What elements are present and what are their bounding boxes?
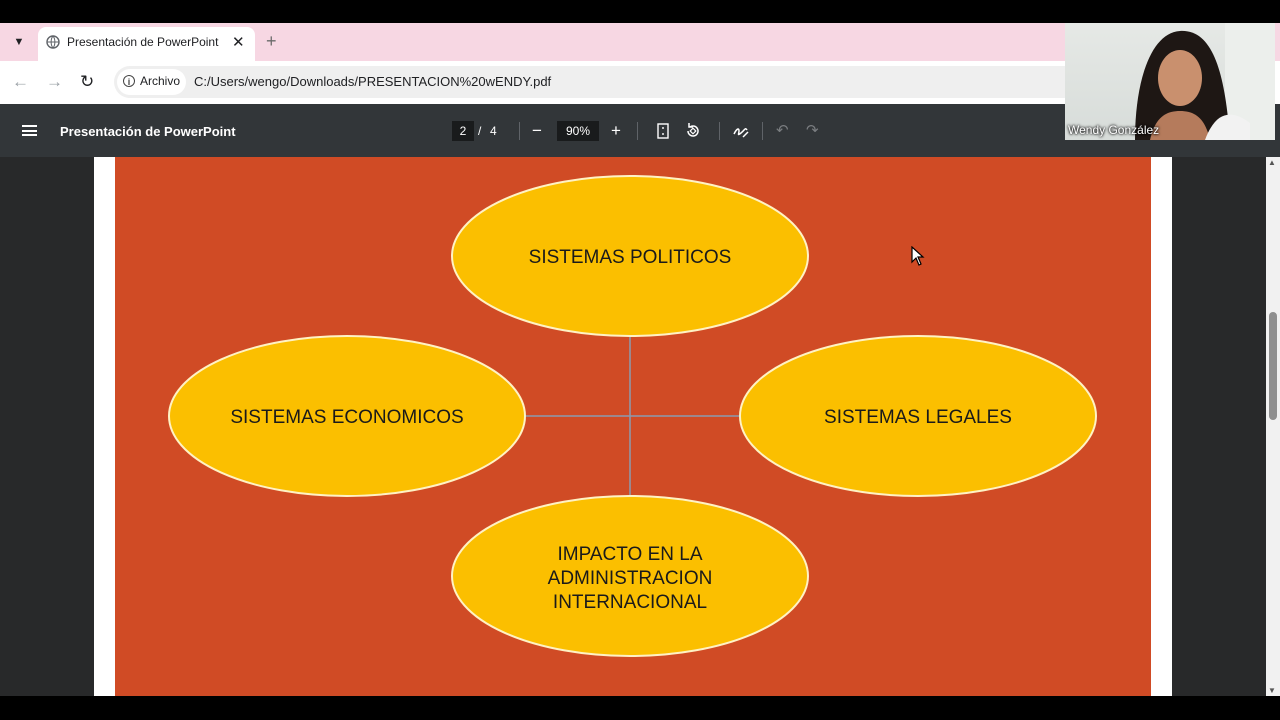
- scroll-down-arrow-icon[interactable]: ▼: [1268, 686, 1276, 695]
- zoom-level-input[interactable]: 90%: [557, 121, 599, 141]
- node-label-line: INTERNACIONAL: [553, 592, 707, 613]
- scrollbar-thumb[interactable]: [1269, 312, 1277, 420]
- node-sistemas-economicos: SISTEMAS ECONOMICOS: [168, 335, 526, 497]
- toolbar-divider: [719, 122, 720, 140]
- node-sistemas-legales: SISTEMAS LEGALES: [739, 335, 1097, 497]
- rotate-icon[interactable]: [684, 122, 702, 140]
- zoom-in-plus-icon[interactable]: +: [611, 121, 621, 140]
- new-tab-plus-icon[interactable]: +: [266, 31, 277, 51]
- tab-title: Presentación de PowerPoint: [67, 35, 219, 49]
- node-label-line: IMPACTO EN LA: [558, 544, 703, 565]
- pdf-document-title: Presentación de PowerPoint: [60, 124, 236, 139]
- mouse-cursor-icon: [911, 246, 925, 266]
- site-info-label: Archivo: [140, 74, 181, 88]
- forward-arrow-icon[interactable]: →: [46, 72, 63, 91]
- annotate-pen-icon[interactable]: [732, 122, 750, 140]
- screen-bottom-bar: [0, 696, 1280, 720]
- node-label: SISTEMAS LEGALES: [824, 407, 1012, 428]
- menu-hamburger-icon[interactable]: [22, 125, 37, 136]
- page-number-input[interactable]: 2: [452, 121, 474, 141]
- node-sistemas-politicos: SISTEMAS POLITICOS: [451, 175, 809, 337]
- tab-search-chevron-down-icon[interactable]: ▼: [13, 36, 25, 48]
- browser-tab[interactable]: [38, 27, 255, 61]
- node-label: SISTEMAS POLITICOS: [529, 247, 732, 268]
- scroll-up-arrow-icon[interactable]: ▲: [1268, 158, 1276, 167]
- presenter-video-icon: [1135, 23, 1275, 140]
- toolbar-divider: [519, 122, 520, 140]
- close-tab-icon[interactable]: ✕: [232, 34, 245, 51]
- url-text[interactable]: C:/Users/wengo/Downloads/PRESENTACION%20…: [194, 74, 552, 89]
- fit-page-icon[interactable]: [656, 123, 670, 139]
- info-icon: i: [123, 75, 135, 87]
- page-total: 4: [490, 124, 497, 138]
- redo-icon[interactable]: ↷: [806, 122, 819, 139]
- node-label: SISTEMAS ECONOMICOS: [230, 407, 463, 428]
- webcam-overlay: [1065, 23, 1275, 140]
- node-label-line: ADMINISTRACION: [548, 568, 713, 589]
- toolbar-divider: [762, 122, 763, 140]
- vertical-scrollbar[interactable]: [1266, 157, 1280, 696]
- toolbar-divider: [637, 122, 638, 140]
- zoom-out-minus-icon[interactable]: −: [532, 121, 542, 140]
- globe-icon: [46, 35, 60, 49]
- undo-icon[interactable]: ↶: [776, 122, 789, 139]
- webcam-participant-name: Wendy González: [1068, 123, 1160, 137]
- node-impacto-administracion: IMPACTO EN LA ADMINISTRACION INTERNACION…: [451, 495, 809, 657]
- address-bar[interactable]: [114, 66, 1080, 98]
- back-arrow-icon[interactable]: ←: [12, 72, 29, 91]
- page-separator: /: [478, 124, 482, 138]
- reload-icon[interactable]: ↻: [80, 72, 95, 91]
